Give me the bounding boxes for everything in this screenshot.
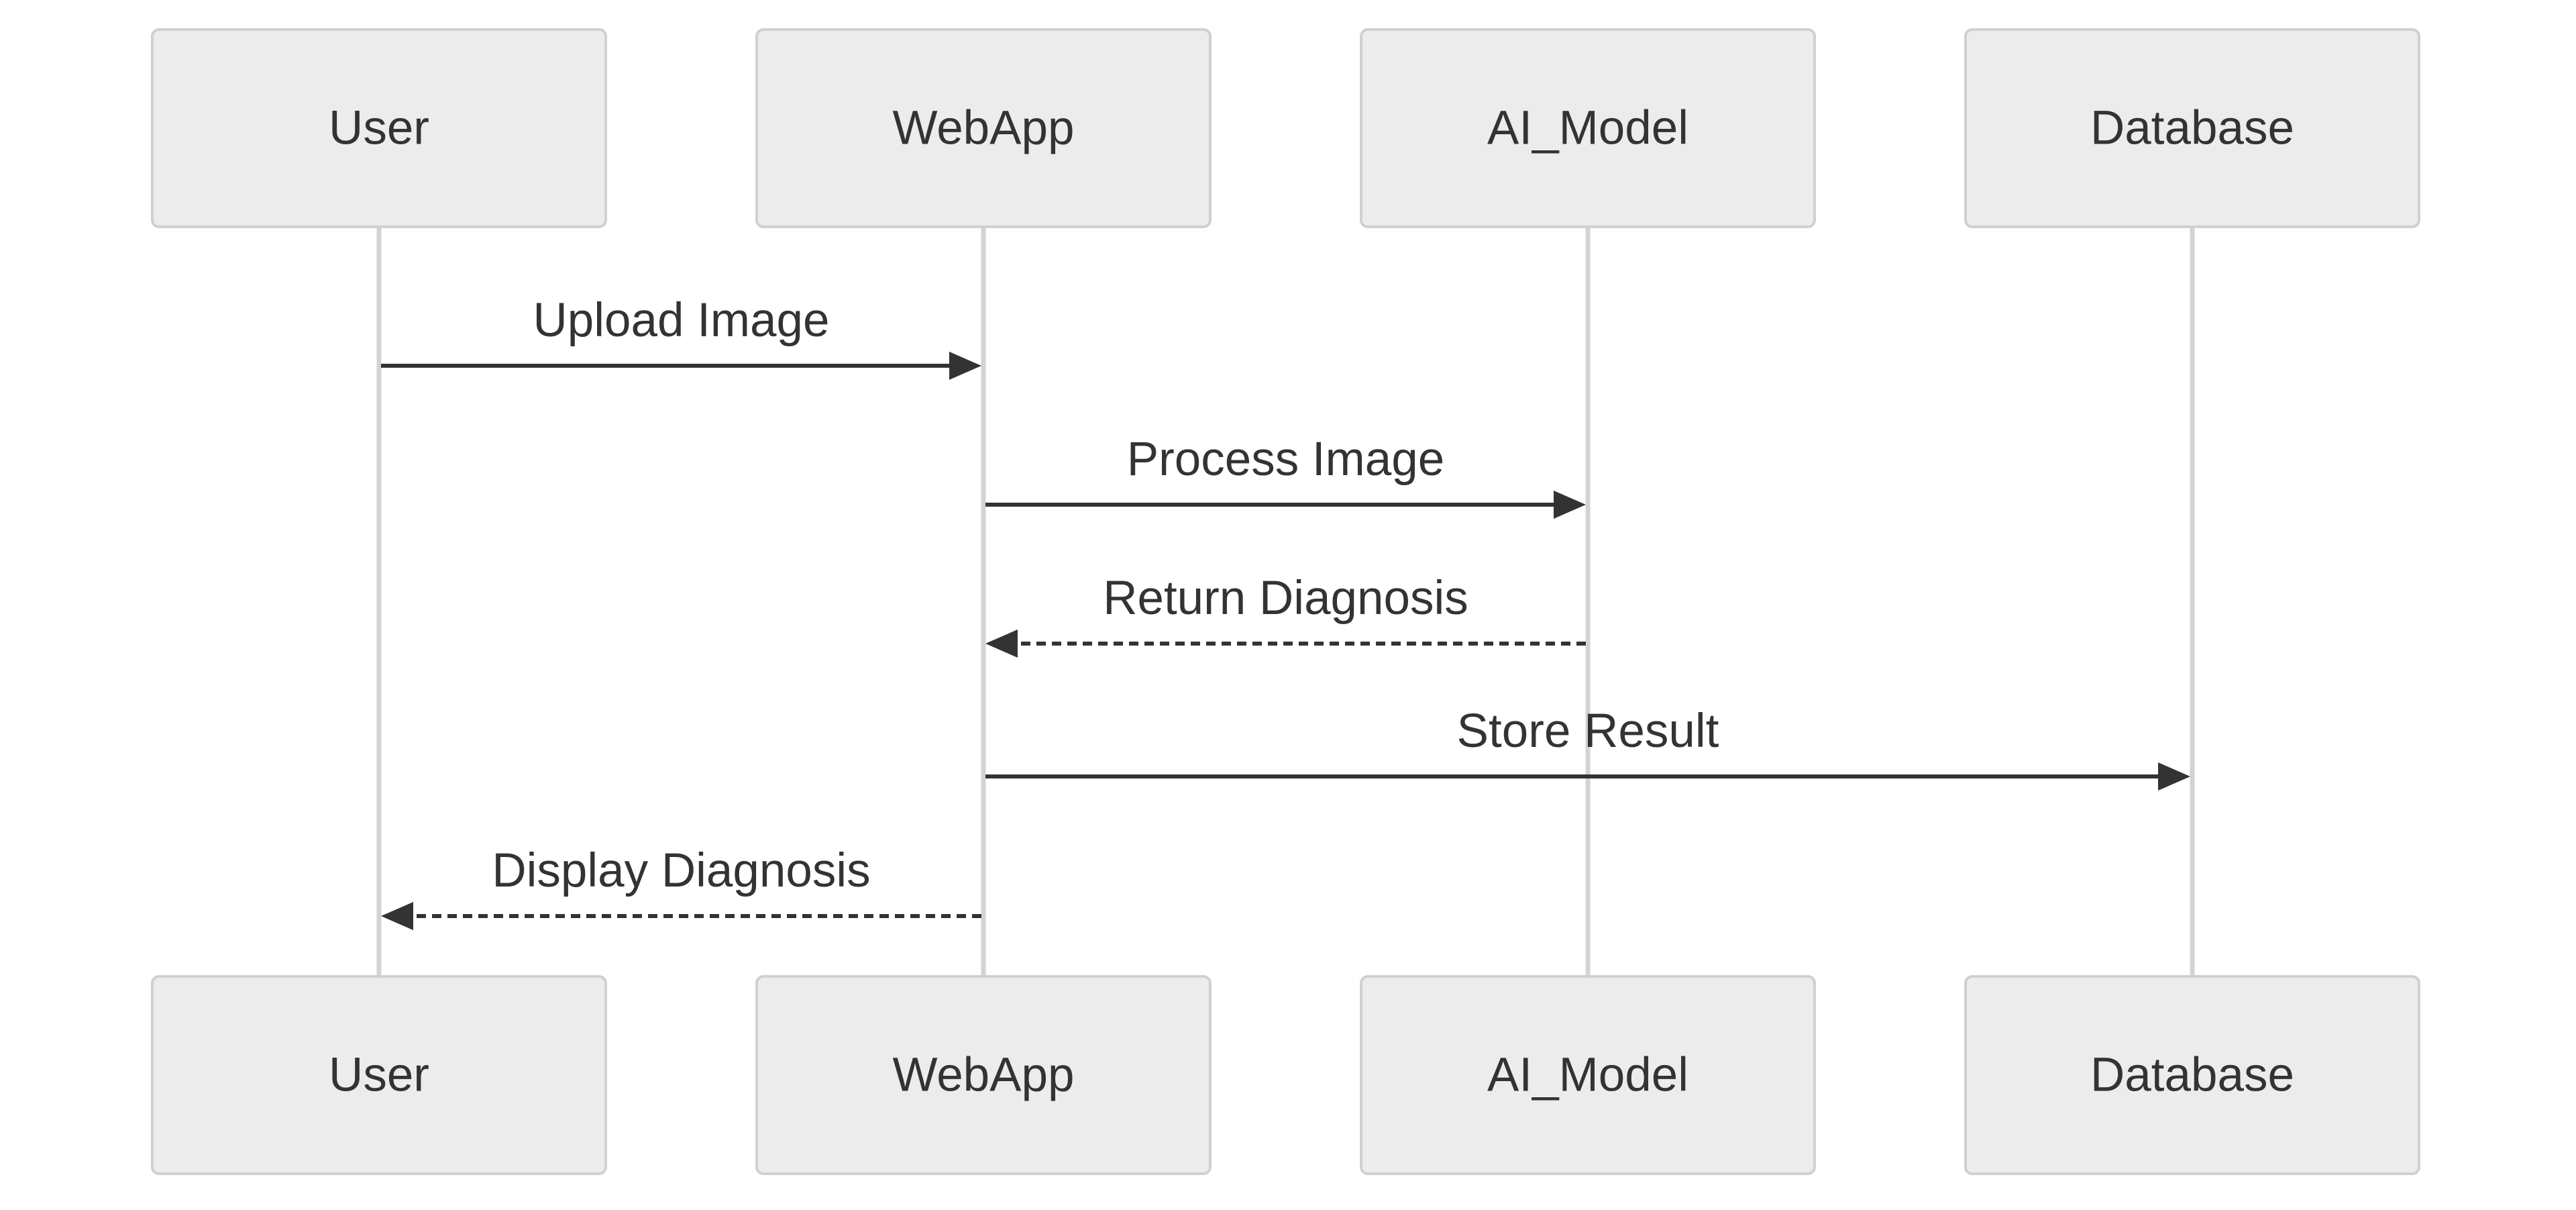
participant-label: AI_Model [1487,102,1688,155]
participant-label: Database [2090,1049,2294,1102]
message-label: Store Result [1457,705,1719,758]
message-5: Display Diagnosis [381,844,981,930]
arrowhead-icon [2158,762,2190,791]
participant-label: WebApp [892,1049,1074,1102]
arrowhead-icon [949,352,981,380]
participant-user-bottom: User [151,975,607,1175]
participant-box [755,28,1212,228]
message-label: Process Image [1127,433,1445,486]
participant-box [1964,28,2420,228]
message-4: Store Result [985,705,2190,791]
message-1: Upload Image [381,294,981,380]
message-2: Process Image [985,433,1586,519]
participant-user-top: User [151,28,607,228]
message-label: Upload Image [533,294,829,347]
arrowhead-icon [1554,491,1586,519]
arrowhead-icon [985,629,1018,658]
participant-label: User [329,1049,429,1102]
participant-webapp-top: WebApp [755,28,1212,228]
arrowhead-icon [381,902,413,930]
participant-label: User [329,102,429,155]
participant-label: AI_Model [1487,1049,1688,1102]
participant-box [1360,975,1816,1175]
message-label: Return Diagnosis [1103,572,1468,625]
participant-label: Database [2090,102,2294,155]
participant-box [755,975,1212,1175]
participant-box [151,28,607,228]
message-label: Display Diagnosis [492,844,870,897]
participant-box [1964,975,2420,1175]
participant-ai-model-top: AI_Model [1360,28,1816,228]
lifelines [376,227,2195,976]
participant-box [1360,28,1816,228]
participants: UserUserWebAppWebAppAI_ModelAI_ModelData… [151,28,2420,1175]
participant-database-top: Database [1964,28,2420,228]
participant-database-bottom: Database [1964,975,2420,1175]
participant-label: WebApp [892,102,1074,155]
participant-ai-model-bottom: AI_Model [1360,975,1816,1175]
participant-box [151,975,607,1175]
message-3: Return Diagnosis [985,572,1586,658]
participant-webapp-bottom: WebApp [755,975,1212,1175]
